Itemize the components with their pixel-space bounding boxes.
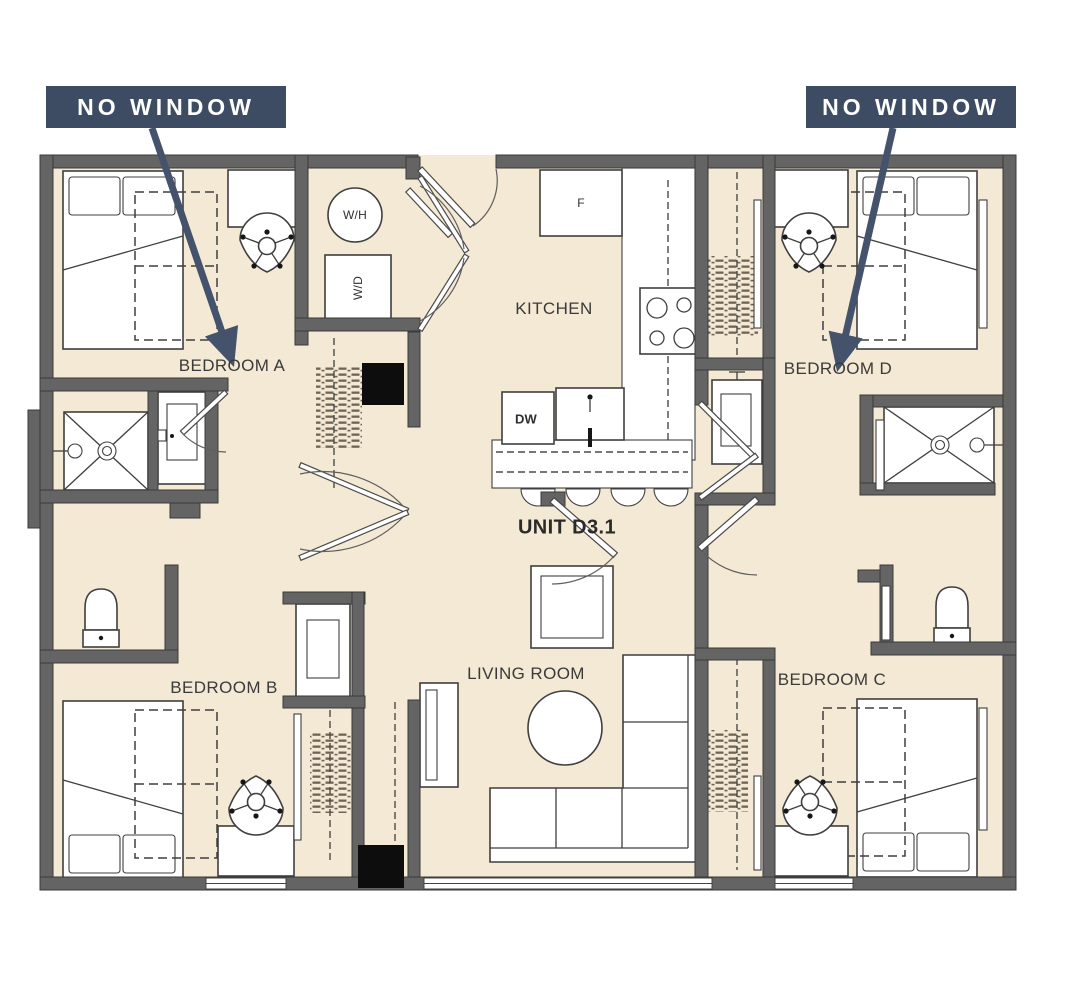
bedroom-a-label: BEDROOM A <box>178 356 286 375</box>
closet-hatch-central <box>316 338 362 492</box>
sink-d <box>711 371 763 465</box>
no-window-badge-left: NO WINDOW <box>46 86 286 128</box>
bed-b <box>62 700 218 880</box>
fridge-label: F <box>577 196 585 210</box>
bedroom-b-label: BEDROOM B <box>170 678 278 697</box>
closet-hatch-d <box>708 172 758 356</box>
chair-b <box>228 775 284 836</box>
chair-d <box>781 212 837 273</box>
stove-icon <box>639 287 701 355</box>
pocket-doors <box>293 199 891 871</box>
column-upper <box>362 363 404 405</box>
sink-b <box>295 595 351 699</box>
no-window-arrow-left <box>148 126 239 368</box>
shower-a <box>53 411 149 491</box>
fridge-icon <box>539 169 623 237</box>
washer-dryer-label: W/D <box>351 276 365 300</box>
coffee-table <box>527 690 603 766</box>
chair-c <box>782 775 838 836</box>
water-heater-icon <box>327 187 383 243</box>
living-room-label: LIVING ROOM <box>467 664 585 683</box>
tv-stand <box>419 682 459 788</box>
bed-c <box>822 698 988 878</box>
sink-a <box>155 391 209 485</box>
dishwasher-icon <box>501 391 555 445</box>
toilet-c <box>933 586 971 645</box>
bedroom-c-label: BEDROOM C <box>777 670 887 689</box>
closet-hatch-c <box>704 658 748 870</box>
no-window-arrows <box>148 126 897 373</box>
no-window-arrow-right <box>828 127 897 373</box>
chair-a <box>239 212 295 273</box>
washer-dryer-icon <box>324 254 392 322</box>
column-lower <box>358 845 404 888</box>
no-window-badge-right: NO WINDOW <box>806 86 1016 128</box>
kitchen-label: KITCHEN <box>515 299 593 318</box>
toilet-b <box>82 588 120 648</box>
dishwasher-label: DW <box>514 411 538 427</box>
walls <box>27 154 1017 891</box>
shower-d <box>883 406 1003 484</box>
unit-label: UNIT D3.1 <box>517 516 617 539</box>
windows <box>205 877 854 890</box>
living-room-table <box>530 565 614 649</box>
water-heater-label: W/H <box>343 208 367 222</box>
kitchen-sink <box>555 387 625 447</box>
bedroom-d-label: BEDROOM D <box>783 359 893 378</box>
doors <box>179 166 760 585</box>
